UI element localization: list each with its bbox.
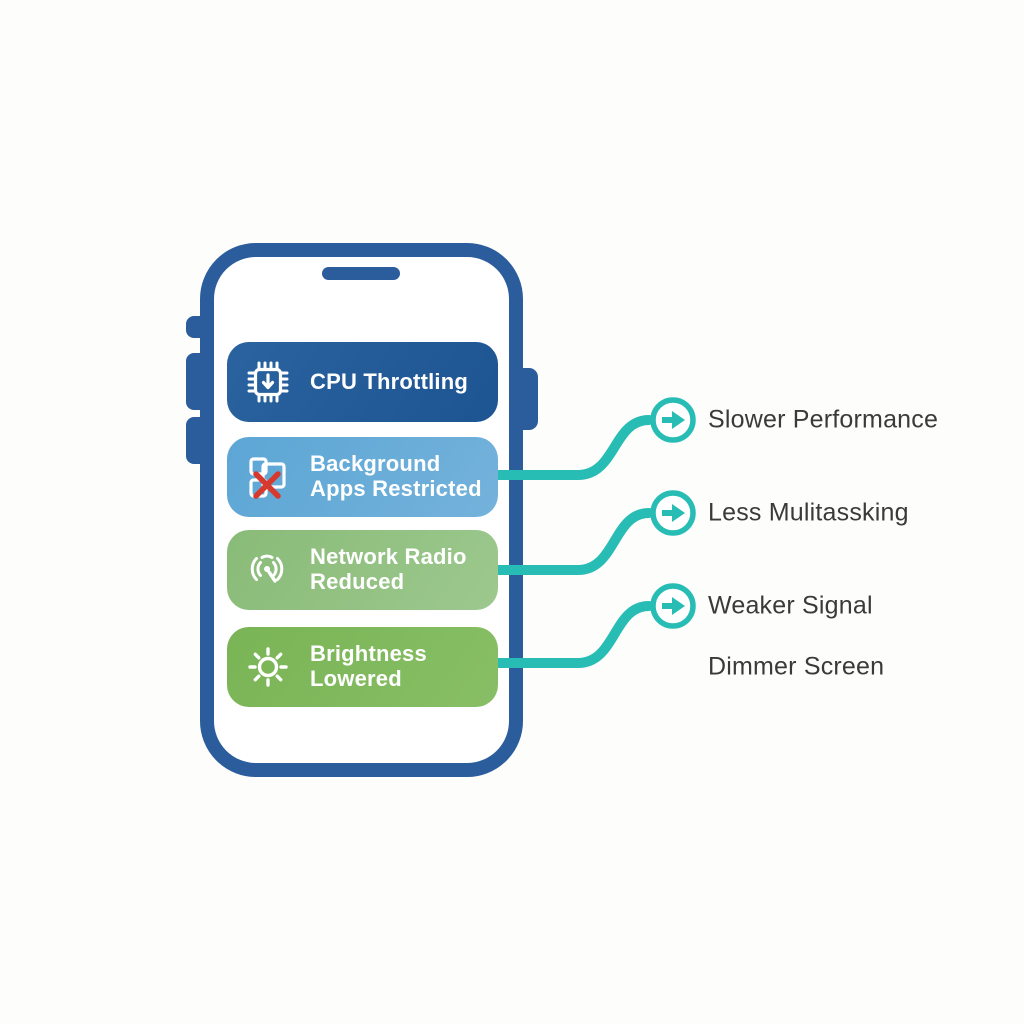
blocked-apps-icon: [249, 457, 286, 499]
feature-card-network-radio: Network Radio Reduced: [227, 530, 498, 610]
effect-label-less-multitasking: Less Mulitassking: [708, 498, 909, 527]
feature-card-background-apps: Background Apps Restricted: [227, 437, 498, 517]
connector-line-2: [477, 508, 654, 575]
phone-speaker-slot: [322, 267, 400, 280]
phone-side-button-3: [186, 417, 202, 464]
arrow-right-icon: [662, 411, 685, 429]
arrow-circle-markers: [650, 397, 696, 629]
feature-card-brightness: Brightness Lowered: [227, 627, 498, 707]
feature-card-cpu-throttling: CPU Throttling: [227, 342, 498, 422]
effect-label-dimmer-screen: Dimmer Screen: [708, 652, 885, 681]
feature-card-label: Network Radio Reduced: [310, 544, 467, 594]
connector-line-3: [477, 601, 654, 668]
phone-side-button-1: [186, 316, 202, 338]
effect-label-weaker-signal: Weaker Signal: [708, 591, 873, 620]
feature-card-label: Background Apps Restricted: [310, 451, 482, 501]
effect-label-slower-performance: Slower Performance: [708, 405, 939, 434]
feature-card-label: CPU Throttling: [310, 368, 468, 394]
radio-signal-icon: [250, 554, 284, 583]
feature-card-label: Brightness Lowered: [310, 641, 427, 691]
arrow-right-icon: [662, 597, 685, 615]
cpu-chip-icon: [247, 361, 289, 403]
phone-power-button: [521, 368, 538, 430]
brightness-sun-icon: [248, 647, 288, 687]
connector-line-1: [477, 415, 654, 480]
arrow-right-icon: [662, 504, 685, 522]
phone-side-button-2: [186, 353, 202, 410]
